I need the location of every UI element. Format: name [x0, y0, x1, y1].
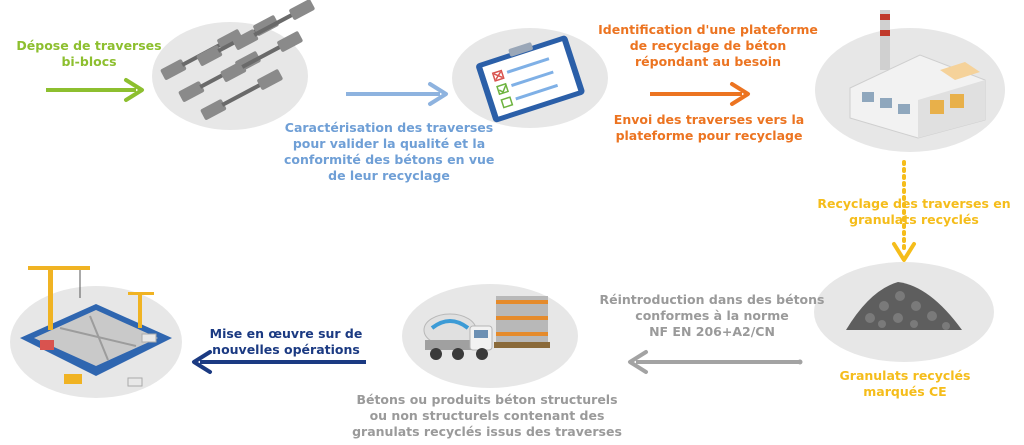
label-line: conformes à la norme	[635, 308, 789, 323]
label-line: NF EN 206+A2/CN	[649, 324, 775, 339]
label-line: Dépose de traverses	[16, 38, 162, 53]
label-line: marqués CE	[863, 384, 947, 399]
label-reintroduction: Réintroduction dans des bétons conformes…	[596, 292, 828, 340]
label-line: plateforme pour recyclage	[615, 128, 803, 143]
label-line: Caractérisation des traverses	[284, 120, 494, 135]
label-line: Identification d'une plateforme	[598, 22, 818, 37]
label-envoi: Envoi des traverses vers la plateforme p…	[604, 112, 814, 144]
label-recyclage: Recyclage des traverses en granulats rec…	[808, 196, 1020, 228]
label-line: ou non structurels contenant des	[369, 408, 605, 423]
label-line: Recyclage des traverses en	[817, 196, 1011, 211]
arrow-mise-en-oeuvre	[192, 350, 366, 374]
label-line: Bétons ou produits béton structurels	[356, 392, 618, 407]
label-betons: Bétons ou produits béton structurels ou …	[352, 392, 622, 440]
construction-site-icon	[10, 266, 182, 398]
label-line: Granulats recyclés	[839, 368, 971, 383]
label-mise-en-oeuvre: Mise en œuvre sur de nouvelles opération…	[200, 326, 372, 358]
arrow-recyclage	[892, 160, 916, 262]
label-line: Réintroduction dans des bétons	[599, 292, 825, 307]
clipboard-checklist-icon	[452, 28, 608, 128]
label-line: granulats recyclés	[849, 212, 979, 227]
label-depose: Dépose de traverses bi-blocs	[4, 38, 174, 70]
arrow-caracterisation	[346, 82, 448, 106]
arrow-envoi	[650, 82, 750, 106]
label-line: nouvelles opérations	[212, 342, 360, 357]
label-line: bi-blocs	[61, 54, 117, 69]
label-line: de recyclage de béton	[629, 38, 787, 53]
sleepers-icon	[152, 0, 315, 130]
factory-icon	[815, 10, 1005, 152]
label-identification: Identification d'une plateforme de recyc…	[598, 22, 818, 70]
aggregate-pile-icon	[814, 262, 994, 362]
label-line: pour valider la qualité et la	[292, 136, 486, 151]
arrow-depose	[46, 78, 144, 102]
label-line: Mise en œuvre sur de	[209, 326, 363, 341]
label-line: répondant au besoin	[634, 54, 781, 69]
mixer-truck-icon	[402, 284, 578, 388]
label-line: de leur recyclage	[328, 168, 450, 183]
label-caracterisation: Caractérisation des traverses pour valid…	[284, 120, 494, 184]
label-granulats: Granulats recyclés marqués CE	[822, 368, 988, 400]
arrow-reintroduction	[628, 350, 803, 374]
label-line: conformité des bétons en vue	[284, 152, 495, 167]
label-line: Envoi des traverses vers la	[613, 112, 805, 127]
label-line: granulats recyclés issus des traverses	[352, 424, 622, 439]
